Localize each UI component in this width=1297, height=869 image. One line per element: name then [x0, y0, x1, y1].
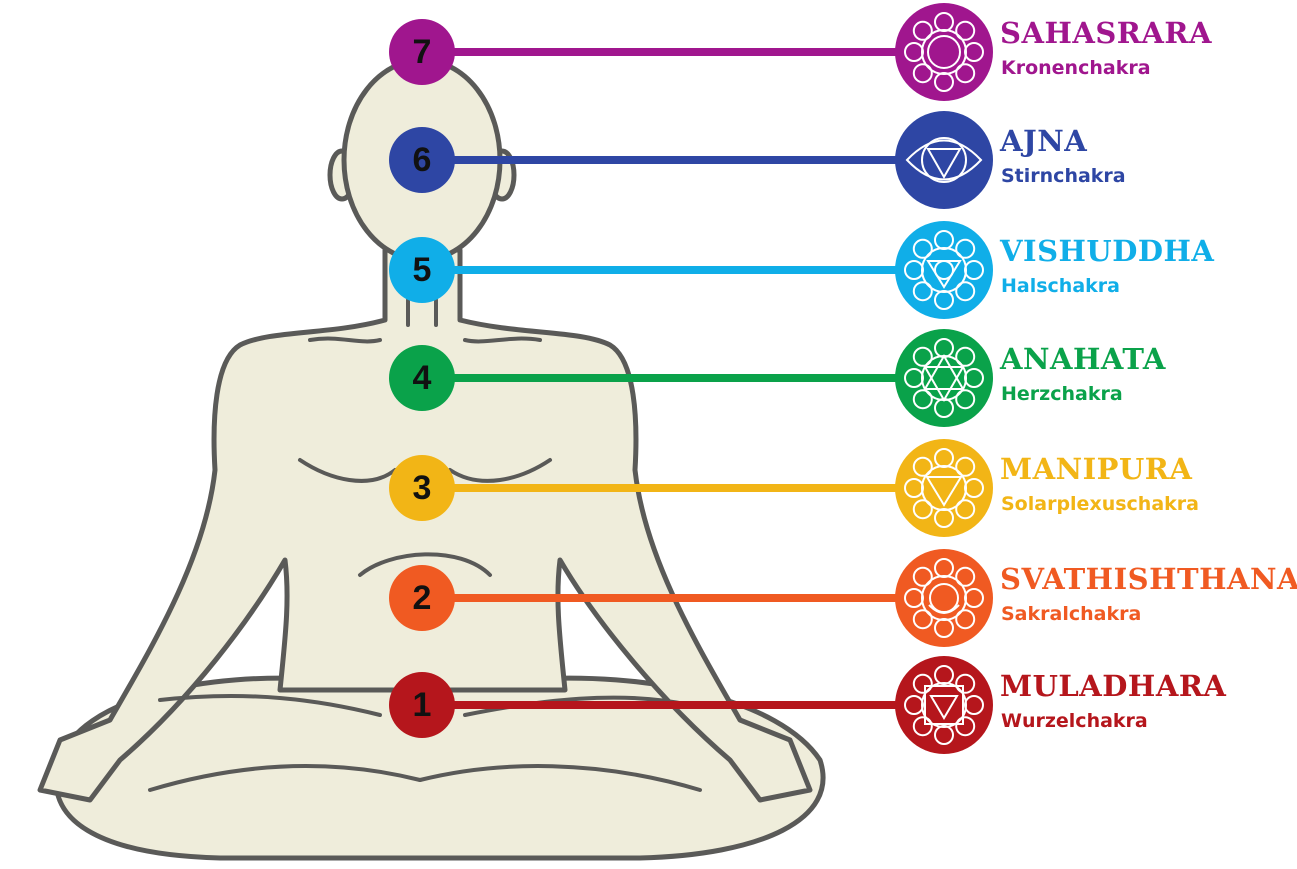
- chakra-subtitle: Sakralchakra: [1001, 603, 1142, 625]
- connector-line-3: [450, 484, 896, 492]
- connector-line-4: [450, 374, 896, 382]
- connector-line-2: [450, 594, 896, 602]
- chakra-number-1: 1: [389, 672, 455, 738]
- connector-line-1: [450, 701, 896, 709]
- chakra-number-2: 2: [389, 565, 455, 631]
- chakra-subtitle: Kronenchakra: [1001, 57, 1151, 79]
- square-lotus-icon: [895, 656, 993, 754]
- chakra-subtitle: Stirnchakra: [1001, 165, 1126, 187]
- chakra-name: SVATHISHTHANA: [1000, 562, 1297, 596]
- crescent-lotus-icon: [895, 549, 993, 647]
- third-eye-icon: [895, 111, 993, 209]
- connector-line-6: [450, 156, 896, 164]
- chakra-name: AJNA: [1000, 124, 1088, 158]
- chakra-name: ANAHATA: [1000, 342, 1166, 376]
- chakra-number-6: 6: [389, 127, 455, 193]
- chakra-subtitle: Solarplexuschakra: [1001, 493, 1199, 515]
- triangle-lotus-icon: [895, 439, 993, 537]
- connector-line-5: [450, 266, 896, 274]
- chakra-subtitle: Herzchakra: [1001, 383, 1123, 405]
- chakra-name: SAHASRARA: [1000, 16, 1212, 50]
- chakra-name: MANIPURA: [1000, 452, 1193, 486]
- chakra-subtitle: Halschakra: [1001, 275, 1120, 297]
- chakra-number-7: 7: [389, 19, 455, 85]
- hexagram-lotus-icon: [895, 329, 993, 427]
- chakra-number-4: 4: [389, 345, 455, 411]
- connector-line-7: [450, 48, 896, 56]
- chakra-subtitle: Wurzelchakra: [1001, 710, 1148, 732]
- lotus-crown-icon: [895, 3, 993, 101]
- chakra-name: VISHUDDHA: [1000, 234, 1215, 268]
- chakra-number-3: 3: [389, 455, 455, 521]
- throat-lotus-icon: [895, 221, 993, 319]
- chakra-number-5: 5: [389, 237, 455, 303]
- chakra-name: MULADHARA: [1000, 669, 1227, 703]
